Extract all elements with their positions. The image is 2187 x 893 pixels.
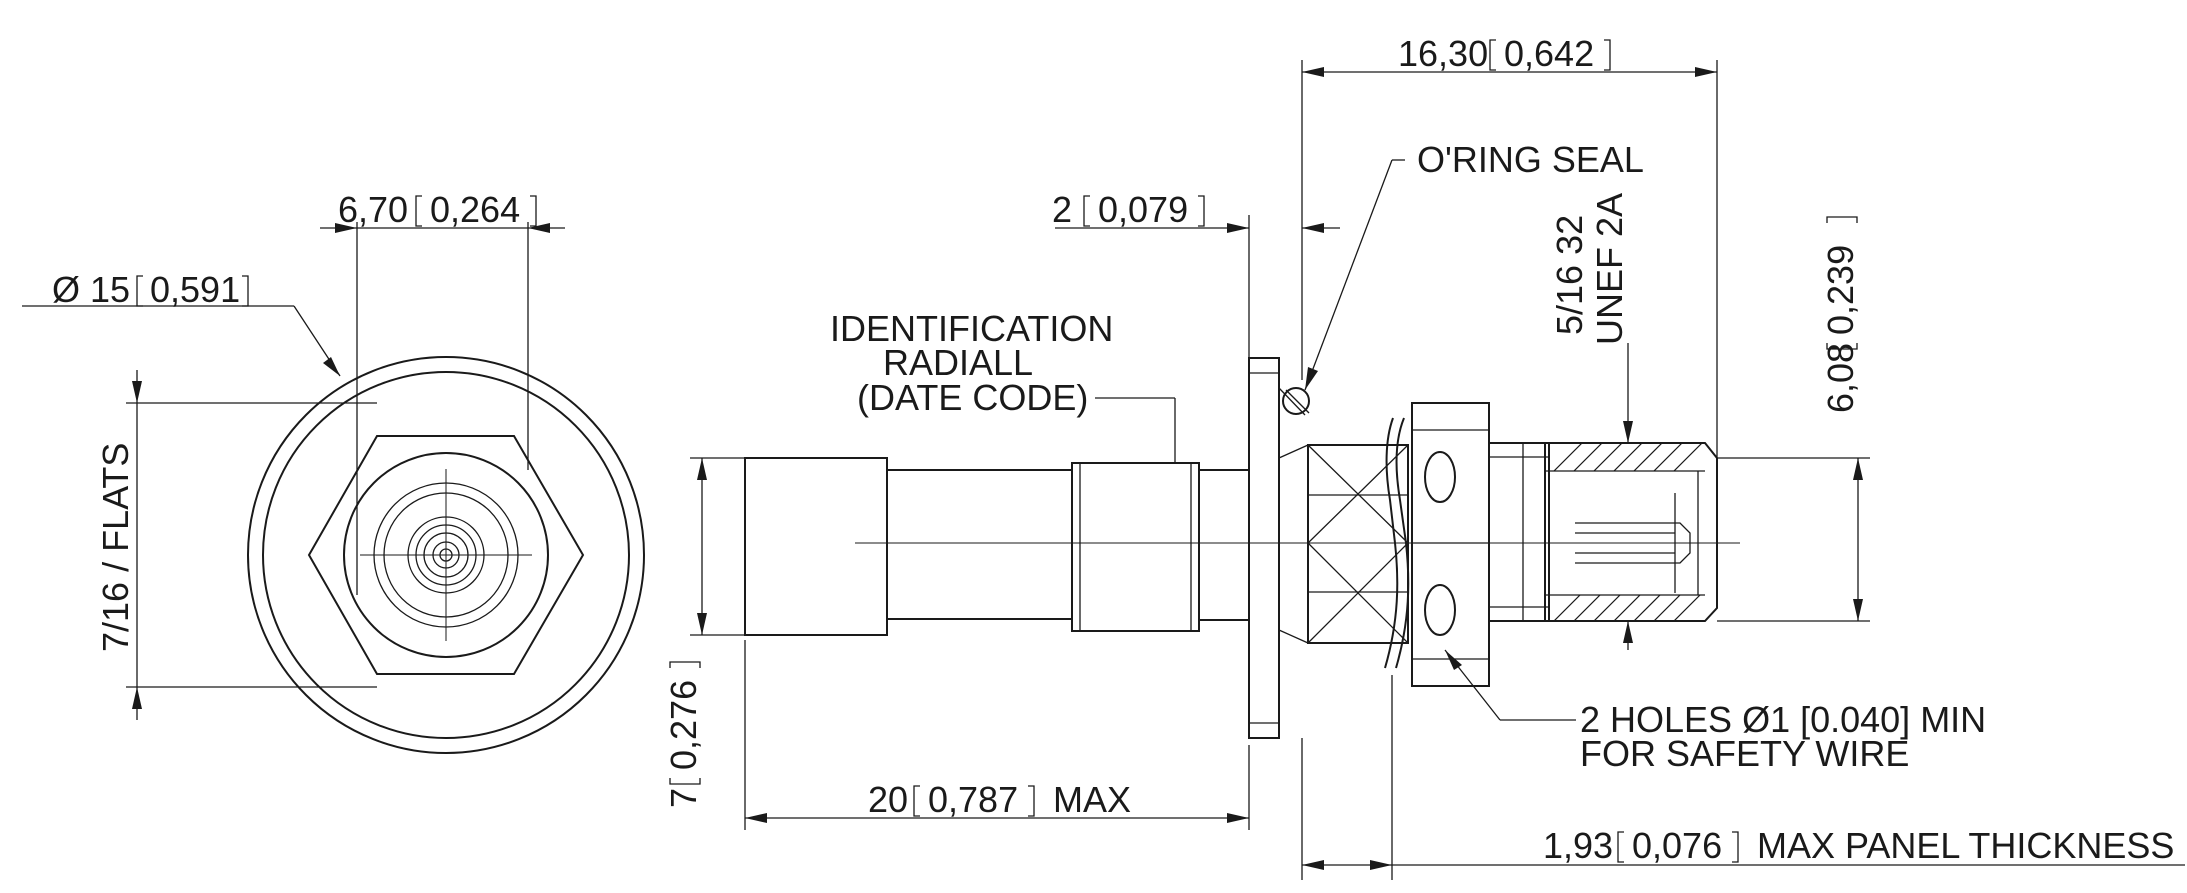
length-dim-bracket xyxy=(913,785,1035,817)
overall-dim-bracket xyxy=(1489,39,1611,71)
identification-line-2: RADIALL xyxy=(883,342,1033,383)
diameter-symbol: Ø xyxy=(52,269,80,310)
length-dim-value: 20 xyxy=(868,779,908,820)
side-view-labels: IDENTIFICATION RADIALL (DATE CODE) O'RIN… xyxy=(663,33,2174,866)
holes-line-2: FOR SAFETY WIRE xyxy=(1580,733,1909,774)
front-view-labels: Ø 15 0,591 6,70 0,264 7/16 / FLATS xyxy=(52,189,537,652)
rear-cap xyxy=(744,457,888,636)
flats-label: 7/16 / FLATS xyxy=(95,443,136,652)
width-inch: 0,264 xyxy=(430,189,520,230)
height-dim-bracket xyxy=(1826,216,1858,350)
diameter-value: 15 xyxy=(90,269,130,310)
height-dim-value: 6,08 xyxy=(1820,343,1861,413)
panel-nut xyxy=(1411,402,1490,687)
outer-circle-inner xyxy=(262,371,630,739)
overall-dim-value: 16,30 xyxy=(1398,33,1488,74)
body-dim-inch: 0,276 xyxy=(663,680,704,770)
front-view xyxy=(22,222,645,754)
body-dim-value: 7 xyxy=(663,788,704,808)
neck xyxy=(1198,469,1250,621)
thread-line-1: 5/16 32 xyxy=(1549,215,1590,335)
thread-section xyxy=(1488,442,1550,622)
width-value: 6,70 xyxy=(338,189,408,230)
oring xyxy=(1282,387,1310,415)
panel-dim-inch: 0,076 xyxy=(1632,825,1722,866)
body-circle xyxy=(343,452,549,658)
overall-dim-inch: 0,642 xyxy=(1504,33,1594,74)
length-dim-suffix: MAX xyxy=(1053,779,1131,820)
panel-dim-value: 1,93 xyxy=(1543,825,1613,866)
lock-washer xyxy=(1395,417,1410,669)
outer-circle xyxy=(247,356,645,754)
flange-dim-inch: 0,079 xyxy=(1098,189,1188,230)
width-bracket xyxy=(415,195,537,227)
safety-hole-bottom xyxy=(1424,584,1456,636)
interface xyxy=(1544,442,1718,622)
oring-label: O'RING SEAL xyxy=(1417,139,1644,180)
body-dim-bracket xyxy=(669,661,701,785)
holes-line-1: 2 HOLES Ø1 [0.040] MIN xyxy=(1580,699,1986,740)
safety-hole-top xyxy=(1424,451,1456,503)
thread-line-2: UNEF 2A xyxy=(1589,193,1630,345)
identification-line-1: IDENTIFICATION xyxy=(830,308,1113,349)
height-dim-inch: 0,239 xyxy=(1820,245,1861,335)
flange xyxy=(1248,357,1280,739)
crimp-ferrule xyxy=(1071,462,1200,632)
housing xyxy=(1307,444,1409,644)
hex-nut xyxy=(307,435,585,675)
hatching xyxy=(1545,443,1705,621)
panel-dim-bracket xyxy=(1617,831,1739,863)
length-dim-inch: 0,787 xyxy=(928,779,1018,820)
contact xyxy=(1575,522,1691,564)
diameter-inch: 0,591 xyxy=(150,269,240,310)
flange-dim-value: 2 xyxy=(1052,189,1072,230)
diameter-bracket xyxy=(136,275,249,307)
panel-dim-suffix: MAX PANEL THICKNESS xyxy=(1757,825,2174,866)
flange-dim-bracket xyxy=(1083,195,1205,227)
side-view xyxy=(690,60,2185,880)
identification-line-3: (DATE CODE) xyxy=(857,377,1088,418)
